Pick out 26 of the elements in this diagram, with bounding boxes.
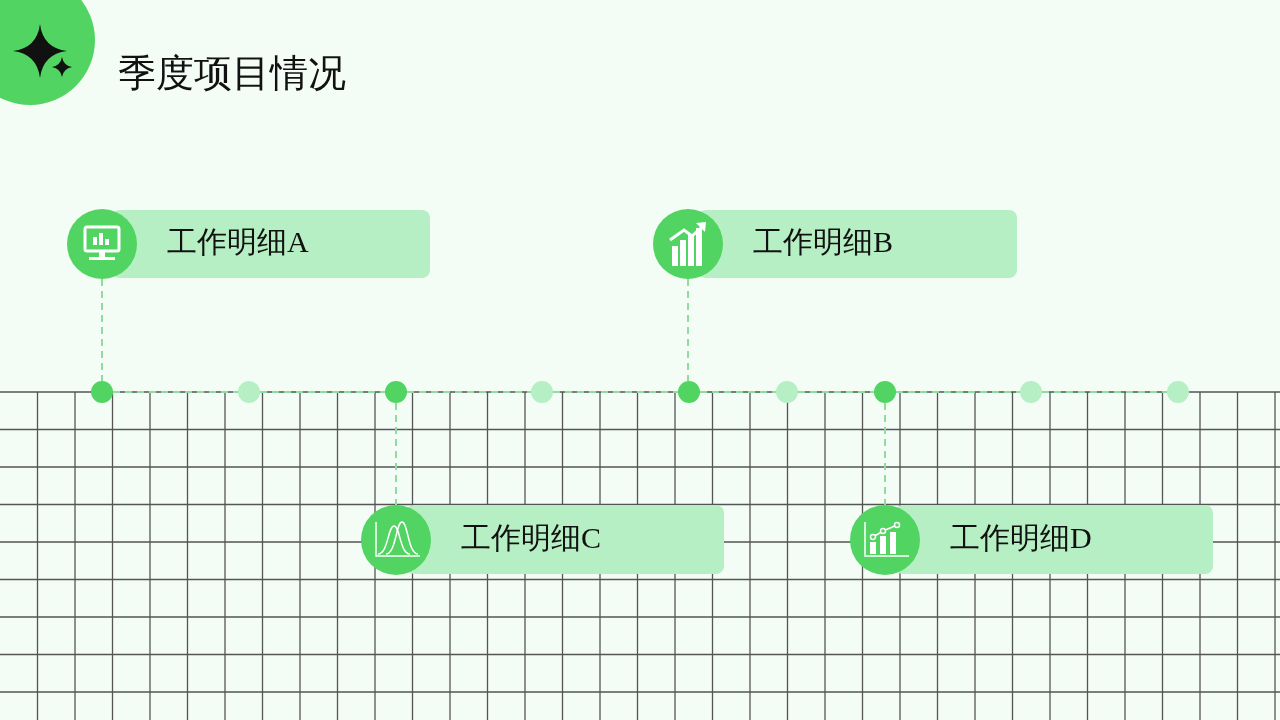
title: 季度项目情况 bbox=[118, 51, 346, 96]
connector-line bbox=[1041, 391, 1168, 393]
timeline-dot bbox=[678, 381, 700, 403]
connector-line bbox=[552, 391, 679, 393]
connector-line bbox=[395, 402, 397, 506]
timeline-dot bbox=[1167, 381, 1189, 403]
timeline-dot bbox=[91, 381, 113, 403]
connector-line bbox=[112, 391, 239, 393]
timeline-dot bbox=[385, 381, 407, 403]
step-label: 工作明细B bbox=[753, 224, 893, 260]
connector-line bbox=[101, 278, 103, 382]
connector-line bbox=[406, 391, 532, 393]
timeline-dot bbox=[238, 381, 260, 403]
timeline-dot bbox=[531, 381, 553, 403]
connector-line bbox=[895, 391, 1021, 393]
timeline-dot bbox=[874, 381, 896, 403]
timeline-dot bbox=[776, 381, 798, 403]
connector-line bbox=[699, 391, 777, 393]
step-label: 工作明细A bbox=[167, 224, 309, 260]
connector-line bbox=[259, 391, 386, 393]
timeline-dot bbox=[1020, 381, 1042, 403]
connector-line bbox=[687, 278, 689, 382]
connector-line bbox=[884, 402, 886, 506]
step-label: 工作明细C bbox=[461, 519, 601, 556]
connector-line bbox=[797, 391, 875, 393]
step-label: 工作明细D bbox=[950, 519, 1092, 556]
